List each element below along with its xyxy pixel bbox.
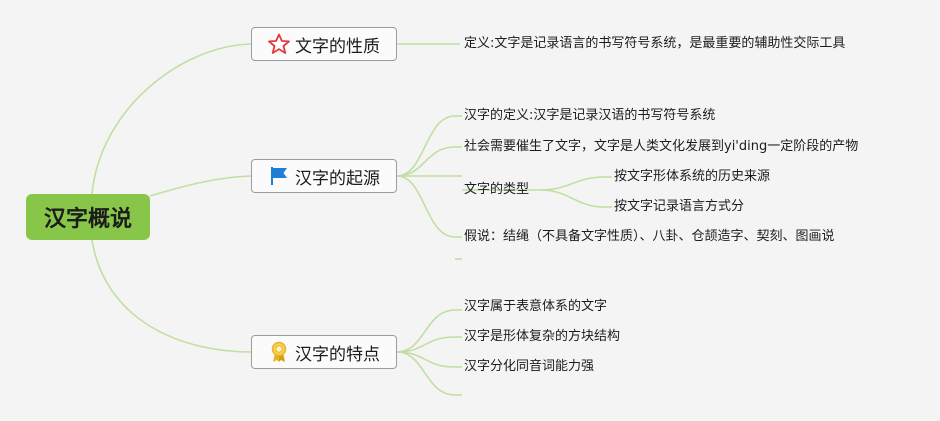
connector-branch2-leaf4 (396, 175, 462, 238)
connector-root-branch3 (91, 239, 252, 353)
connector-branch3-leaf1 (396, 309, 462, 353)
star-icon (268, 33, 290, 55)
connector-type-children1 (539, 176, 612, 191)
branch-topic-nature[interactable]: 文字的性质 (251, 27, 397, 61)
root-topic[interactable]: 汉字概说 (26, 194, 150, 240)
leaf-topic[interactable]: 假说：结绳（不具备文字性质）、八卦、仓颉造字、契刻、图画说 (464, 229, 835, 244)
connector-branch2-leaf3 (397, 175, 540, 191)
leaf-topic[interactable]: 汉字是形体复杂的方块结构 (464, 329, 621, 344)
connector-branch2-leaf2 (396, 146, 462, 177)
connector-branch2-leaf1 (396, 115, 462, 177)
branch-topic-label: 汉字的起源 (295, 168, 380, 189)
connector-branch3-leaf4 (396, 351, 462, 396)
branch-topic-label: 文字的性质 (295, 36, 380, 57)
connector-type-children2 (539, 189, 612, 208)
leaf-topic[interactable]: 社会需要催生了文字，文字是人类文化发展到yi'ding一定阶段的产物 (464, 139, 859, 154)
leaf-topic[interactable]: 汉字的定义:汉字是记录汉语的书写符号系统 (464, 108, 716, 123)
sub-leaf-topic[interactable]: 按文字记录语言方式分 (614, 199, 745, 214)
blue-flag-icon (268, 165, 290, 187)
leaf-topic[interactable]: 汉字属于表意体系的文字 (464, 299, 608, 314)
leaf-topic[interactable]: 文字的类型 (464, 182, 530, 197)
connector-branch3-leaf3 (396, 351, 462, 368)
connector-root-branch1 (91, 43, 252, 195)
leaf-topic[interactable]: 汉字分化同音词能力强 (464, 359, 595, 374)
sub-leaf-topic[interactable]: 按文字形体系统的历史来源 (614, 169, 771, 184)
award-ribbon-icon (268, 341, 290, 363)
connector-branch3-leaf2 (396, 336, 462, 353)
leaf-topic[interactable]: 定义:文字是记录语言的书写符号系统，是最重要的辅助性交际工具 (464, 36, 846, 51)
root-topic-label: 汉字概说 (43, 207, 132, 232)
branch-topic-origin[interactable]: 汉字的起源 (251, 159, 397, 193)
branch-topic-label: 汉字的特点 (295, 344, 380, 365)
branch-topic-features[interactable]: 汉字的特点 (251, 335, 397, 369)
connector-root-branch2 (149, 175, 252, 197)
